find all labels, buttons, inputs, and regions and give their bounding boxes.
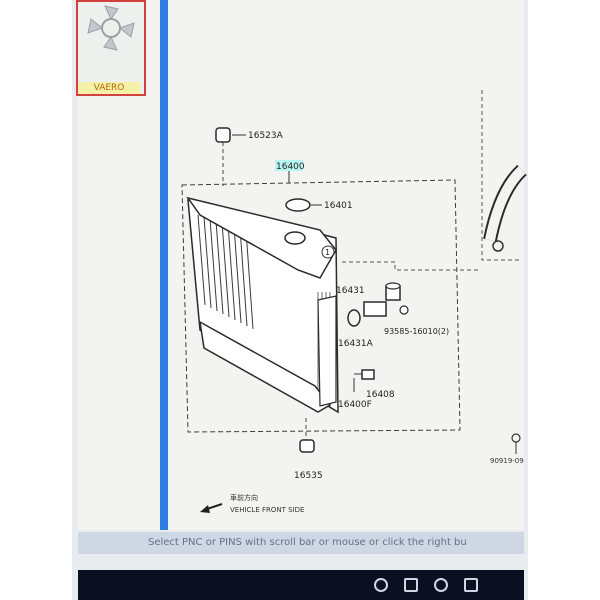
status-bar: Select PNC or PINS with scroll bar or mo…	[78, 532, 524, 554]
upper-cap-icon	[215, 127, 231, 186]
search-icon[interactable]	[374, 578, 388, 592]
label-front-note: VEHICLE FRONT SIDE	[230, 506, 304, 514]
plug-icon	[354, 369, 375, 380]
vertical-scroll-accent[interactable]	[160, 0, 168, 530]
label-16408: 16408	[366, 390, 395, 400]
taskbar	[78, 570, 524, 600]
label-16401: 16401	[324, 201, 353, 211]
label-16431: 16431	[336, 286, 365, 296]
lower-mount-icon	[299, 439, 315, 453]
radiator-core-icon	[186, 196, 339, 414]
seal-label: VAERO	[78, 82, 140, 94]
callout-circle	[321, 245, 335, 259]
label-16400[interactable]: 16400	[276, 162, 305, 172]
assembly-outline	[181, 179, 461, 433]
label-16400f: 16400F	[338, 400, 372, 410]
callout-number: 1	[325, 248, 330, 257]
gasket-icon	[347, 309, 361, 327]
side-leader	[481, 90, 522, 261]
front-arrow-icon	[200, 503, 223, 513]
seal-thumbnail	[76, 0, 146, 96]
highlight-16400	[275, 160, 303, 171]
label-16523a: 16523A	[248, 131, 284, 141]
drain-cock-icon	[363, 282, 409, 317]
label-16431a: 16431A	[338, 339, 374, 349]
browser-icon[interactable]	[434, 578, 448, 592]
label-side-ref: 90919-09	[490, 457, 524, 465]
fan-icon	[87, 5, 135, 51]
label-93585: 93585-16010(2)	[384, 327, 449, 336]
label-16535: 16535	[294, 471, 323, 481]
folder-icon[interactable]	[464, 578, 478, 592]
label-front-chinese: 車前方向	[230, 493, 258, 502]
radiator-cap-icon	[285, 198, 311, 212]
window-icon[interactable]	[404, 578, 418, 592]
